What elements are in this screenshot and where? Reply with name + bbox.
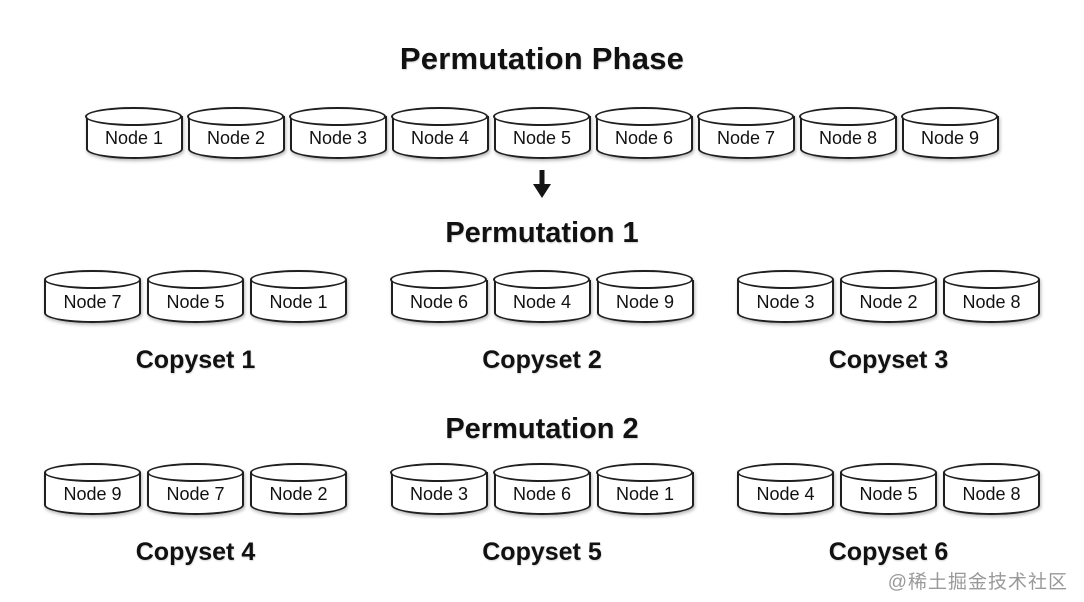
node-cylinder: Node 8 <box>799 106 897 160</box>
node-cylinder: Node 9 <box>43 462 141 516</box>
node-cylinder: Node 6 <box>390 270 488 323</box>
node-cylinder: Node 2 <box>839 270 937 323</box>
node-cylinder: Node 3 <box>390 462 488 516</box>
copyset-label: Copyset 1 <box>135 345 256 374</box>
copyset-label: Copyset 2 <box>482 345 602 374</box>
copyset-label: Copyset 5 <box>482 538 602 567</box>
copyset-nodes: Node 6 Node 4 Node 9 <box>390 270 694 323</box>
phase-node-row: Node 1 Node 2 Node 3 Node 4 Node 5 Node … <box>0 106 1084 160</box>
node-label: Node 2 <box>269 484 328 505</box>
node-cylinder: Node 8 <box>942 462 1040 516</box>
permutation1-row: Node 7 Node 5 Node 1 Copyset 1 Node 6 No… <box>0 270 1084 375</box>
node-label: Node 8 <box>818 128 878 149</box>
copyset-label: Copyset 4 <box>135 538 256 567</box>
node-cylinder: Node 1 <box>249 270 347 323</box>
copyset-nodes: Node 4 Node 5 Node 8 <box>736 462 1040 516</box>
page-title: Permutation Phase <box>399 41 685 76</box>
down-arrow-icon <box>0 169 1084 200</box>
node-cylinder: Node 2 <box>249 462 347 516</box>
node-label: Node 4 <box>756 484 815 505</box>
watermark: @稀土掘金技术社区 <box>887 572 1068 593</box>
node-cylinder: Node 1 <box>596 462 694 516</box>
copyset-label: Copyset 6 <box>828 538 949 567</box>
node-cylinder: Node 6 <box>595 106 693 160</box>
node-label: Node 9 <box>63 484 122 505</box>
node-label: Node 9 <box>920 128 980 149</box>
node-label: Node 7 <box>166 484 225 505</box>
node-label: Node 5 <box>512 128 572 149</box>
permutation2-row: Node 9 Node 7 Node 2 Copyset 4 Node 3 No… <box>0 462 1084 567</box>
node-cylinder: Node 5 <box>146 270 244 323</box>
copyset-nodes: Node 9 Node 7 Node 2 <box>43 462 347 516</box>
copyset-label: Copyset 3 <box>828 345 949 374</box>
copyset-group-3: Node 3 Node 2 Node 8 Copyset 3 <box>736 270 1040 375</box>
permutation1-title: Permutation 1 <box>445 217 639 250</box>
node-label: Node 6 <box>614 128 674 149</box>
node-label: Node 4 <box>410 128 470 149</box>
node-label: Node 5 <box>166 291 225 312</box>
copyset-group-5: Node 3 Node 6 Node 1 Copyset 5 <box>390 462 694 567</box>
copyset-group-2: Node 6 Node 4 Node 9 Copyset 2 <box>390 270 694 375</box>
node-label: Node 1 <box>104 128 164 149</box>
node-label: Node 5 <box>859 484 918 505</box>
node-cylinder: Node 9 <box>596 270 694 323</box>
node-label: Node 6 <box>409 291 469 312</box>
node-cylinder: Node 8 <box>942 270 1040 323</box>
node-label: Node 1 <box>269 291 328 312</box>
node-cylinder: Node 7 <box>146 462 244 516</box>
node-cylinder: Node 2 <box>187 106 285 160</box>
node-label: Node 7 <box>716 128 776 149</box>
node-cylinder: Node 5 <box>493 106 591 160</box>
node-cylinder: Node 5 <box>839 462 937 516</box>
node-label: Node 2 <box>859 291 918 312</box>
node-cylinder: Node 7 <box>697 106 795 160</box>
node-label: Node 9 <box>615 291 675 312</box>
node-label: Node 3 <box>308 128 368 149</box>
node-label: Node 8 <box>962 291 1021 312</box>
node-cylinder: Node 4 <box>736 462 834 516</box>
node-label: Node 3 <box>409 484 469 505</box>
node-cylinder: Node 9 <box>901 106 999 160</box>
copyset-group-4: Node 9 Node 7 Node 2 Copyset 4 <box>43 462 347 567</box>
copyset-nodes: Node 3 Node 2 Node 8 <box>736 270 1040 323</box>
node-cylinder: Node 3 <box>736 270 834 323</box>
node-label: Node 6 <box>512 484 572 505</box>
copyset-nodes: Node 7 Node 5 Node 1 <box>43 270 347 323</box>
node-label: Node 2 <box>206 128 266 149</box>
node-label: Node 4 <box>512 291 572 312</box>
node-label: Node 8 <box>962 484 1021 505</box>
node-cylinder: Node 6 <box>493 462 591 516</box>
node-label: Node 3 <box>756 291 815 312</box>
node-label: Node 7 <box>63 291 122 312</box>
copyset-group-6: Node 4 Node 5 Node 8 Copyset 6 <box>736 462 1040 567</box>
node-cylinder: Node 4 <box>493 270 591 323</box>
node-cylinder: Node 4 <box>391 106 489 160</box>
node-label: Node 1 <box>615 484 675 505</box>
node-cylinder: Node 1 <box>85 106 183 160</box>
copyset-nodes: Node 3 Node 6 Node 1 <box>390 462 694 516</box>
permutation2-title: Permutation 2 <box>445 413 639 446</box>
node-cylinder: Node 7 <box>43 270 141 323</box>
node-cylinder: Node 3 <box>289 106 387 160</box>
copyset-group-1: Node 7 Node 5 Node 1 Copyset 1 <box>43 270 347 375</box>
